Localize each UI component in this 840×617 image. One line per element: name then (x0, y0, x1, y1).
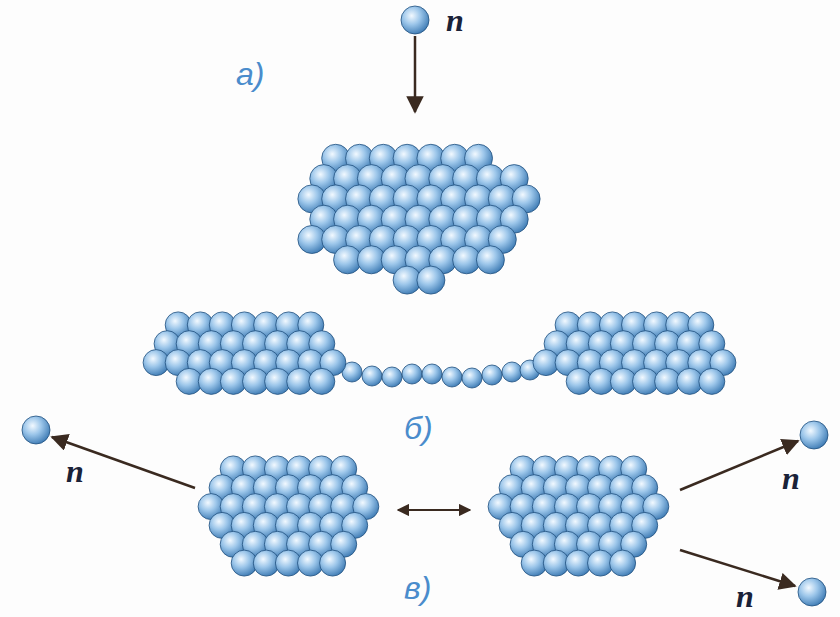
nucleon (422, 364, 442, 384)
nucleon (610, 550, 636, 576)
neutron-arrow (52, 437, 195, 488)
nucleon (320, 550, 346, 576)
nucleon (798, 578, 826, 606)
nucleon (402, 364, 422, 384)
neutron-label: n (736, 580, 754, 612)
nucleon (22, 416, 50, 444)
neutron-arrow (680, 441, 798, 490)
neutron-label: n (782, 462, 800, 494)
nucleon (502, 362, 522, 382)
nucleon (800, 421, 828, 449)
nucleon (401, 6, 429, 34)
nucleon (699, 368, 725, 394)
nucleon (442, 367, 462, 387)
nucleon (362, 366, 382, 386)
repulsion-arrow (398, 509, 470, 511)
nucleon (382, 367, 402, 387)
nucleon (417, 266, 445, 294)
neutron-label: n (446, 4, 464, 36)
nucleon (476, 246, 504, 274)
nucleon (482, 365, 502, 385)
nucleon (309, 368, 335, 394)
neutron-label: n (66, 455, 84, 487)
stage-letter: а) (236, 58, 264, 90)
nucleon (462, 368, 482, 388)
stage-letter: б) (404, 412, 433, 444)
stage-letter: в) (404, 572, 431, 604)
neutron-arrow (414, 36, 417, 112)
